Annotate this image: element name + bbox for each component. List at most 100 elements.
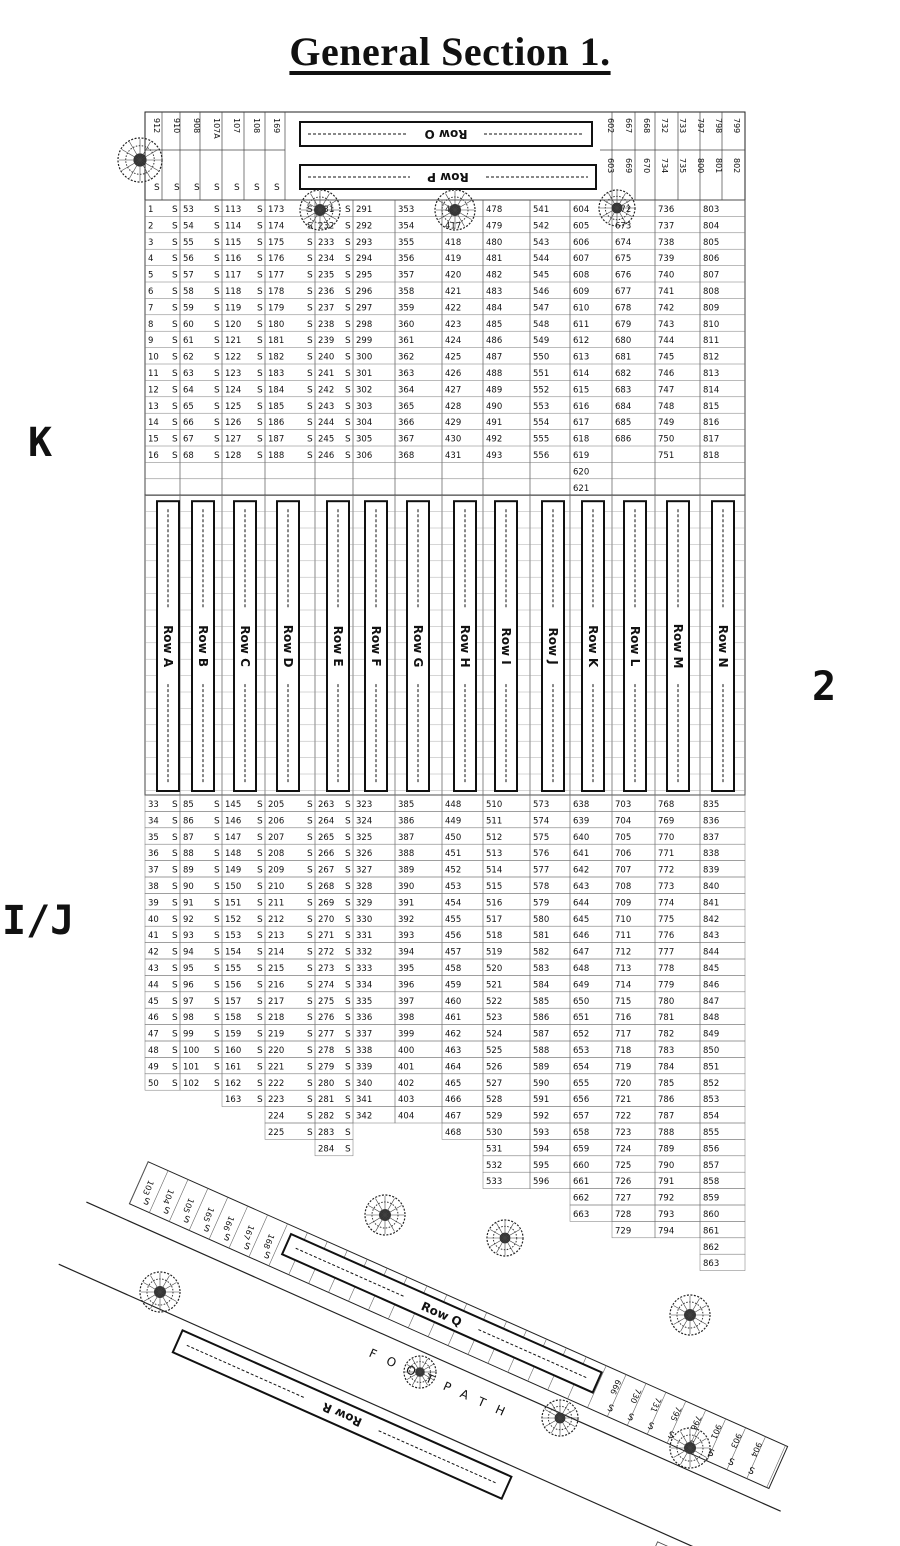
row-o: Row O <box>299 121 593 147</box>
s-marker: S <box>257 353 263 363</box>
s-marker: S <box>345 303 351 313</box>
vertical-row-bar <box>276 500 300 792</box>
plot-number: 360 <box>398 320 414 330</box>
plot-number: 480 <box>486 238 502 248</box>
plot-number: 37 <box>148 866 159 876</box>
plot-number: 672 <box>615 205 631 215</box>
plot-number: 804 <box>703 221 719 231</box>
s-marker: S <box>307 369 313 379</box>
plot-number: 768 <box>658 800 674 810</box>
s-marker: S <box>172 866 178 876</box>
diagonal-grid-line <box>228 1205 248 1249</box>
plot-number: 425 <box>445 353 461 363</box>
s-marker: S <box>214 303 220 313</box>
plot-number: 359 <box>398 303 414 313</box>
plot-number: 163 <box>225 1095 241 1105</box>
s-marker: S <box>172 435 178 445</box>
s-marker: S <box>172 303 178 313</box>
diagonal-grid-line <box>168 1179 189 1222</box>
plot-number: 838 <box>703 849 719 859</box>
plot-number: 743 <box>658 320 674 330</box>
plot-number: 95 <box>183 964 194 974</box>
plot-number: 188 <box>268 451 284 461</box>
plot-number: 715 <box>615 997 631 1007</box>
tree-branch <box>689 1447 700 1465</box>
tree-branch <box>490 1229 506 1239</box>
s-marker: S <box>257 369 263 379</box>
vertical-row-bar <box>406 500 430 792</box>
plot-number: 780 <box>658 997 674 1007</box>
plot-number: 214 <box>268 948 284 958</box>
plot-number: 364 <box>398 385 414 395</box>
plot-number: 589 <box>533 1062 549 1072</box>
s-marker: S <box>345 833 351 843</box>
plot-number: 553 <box>533 402 549 412</box>
vertical-row-label: Row C <box>238 625 252 667</box>
s-marker: S <box>214 1013 220 1023</box>
plot-number: 787 <box>658 1112 674 1122</box>
plot-number: 662 <box>573 1194 589 1204</box>
s-marker: S <box>214 980 220 990</box>
tree-canopy <box>117 137 163 183</box>
tree-branch <box>139 159 151 179</box>
plot-number: 418 <box>445 238 461 248</box>
plot-number: 661 <box>573 1177 589 1187</box>
tree-branch <box>303 209 321 220</box>
adjacent-section-label-k: K <box>28 420 53 466</box>
plot-number: 93 <box>183 931 194 941</box>
s-marker: S <box>214 238 220 248</box>
plot-number: 426 <box>445 369 461 379</box>
s-marker: S <box>345 238 351 248</box>
plot-number: 840 <box>703 882 719 892</box>
plot-number: 11 <box>148 369 159 379</box>
plot-number: 515 <box>486 882 502 892</box>
plot-number: 62 <box>183 353 194 363</box>
plot-number: 744 <box>658 336 674 346</box>
top-plot-number: 107 <box>232 118 241 133</box>
plot-number: 402 <box>398 1079 414 1089</box>
plot-number: 94 <box>183 948 194 958</box>
plot-number: 527 <box>486 1079 502 1089</box>
s-marker: S <box>257 238 263 248</box>
plot-number: 847 <box>703 997 719 1007</box>
s-marker: S <box>345 451 351 461</box>
plot-number: 638 <box>573 800 589 810</box>
plot-number: 40 <box>148 915 159 925</box>
plot-number: 460 <box>445 997 461 1007</box>
s-marker: S <box>257 205 263 215</box>
plot-number: 778 <box>658 964 674 974</box>
plot-number: 479 <box>486 221 502 231</box>
plot-number: 455 <box>445 915 461 925</box>
tree-branch <box>454 209 465 227</box>
s-marker: S <box>214 385 220 395</box>
plot-number: 851 <box>703 1062 719 1072</box>
plot-number: 457 <box>445 948 461 958</box>
plot-number: 683 <box>615 385 631 395</box>
plot-number: 592 <box>533 1112 549 1122</box>
plot-number: 102 <box>183 1079 199 1089</box>
s-marker: S <box>706 1448 716 1460</box>
tree-branch <box>602 199 618 209</box>
plot-number: 453 <box>445 882 461 892</box>
plot-number: 610 <box>573 303 589 313</box>
tree-branch <box>689 1438 707 1449</box>
plot-number: 238 <box>318 320 334 330</box>
plot-number: 742 <box>658 303 674 313</box>
s-marker: S <box>307 1112 313 1122</box>
plot-number: 452 <box>445 866 461 876</box>
diagonal-grid-line <box>627 1383 647 1426</box>
s-marker: S <box>257 303 263 313</box>
tree-canopy <box>364 1194 406 1236</box>
plot-number: 421 <box>445 287 461 297</box>
tree-branch <box>375 1214 386 1232</box>
tree-canopy <box>139 1271 181 1313</box>
plot-number: 216 <box>268 980 284 990</box>
plot-number: 590 <box>533 1079 549 1089</box>
plot-number: 642 <box>573 866 589 876</box>
plot-number: 518 <box>486 931 502 941</box>
s-marker: S <box>254 183 260 193</box>
s-marker: S <box>345 353 351 363</box>
row-r: Row R <box>171 1328 513 1500</box>
plot-number: 206 <box>268 816 284 826</box>
s-marker: S <box>257 435 263 445</box>
